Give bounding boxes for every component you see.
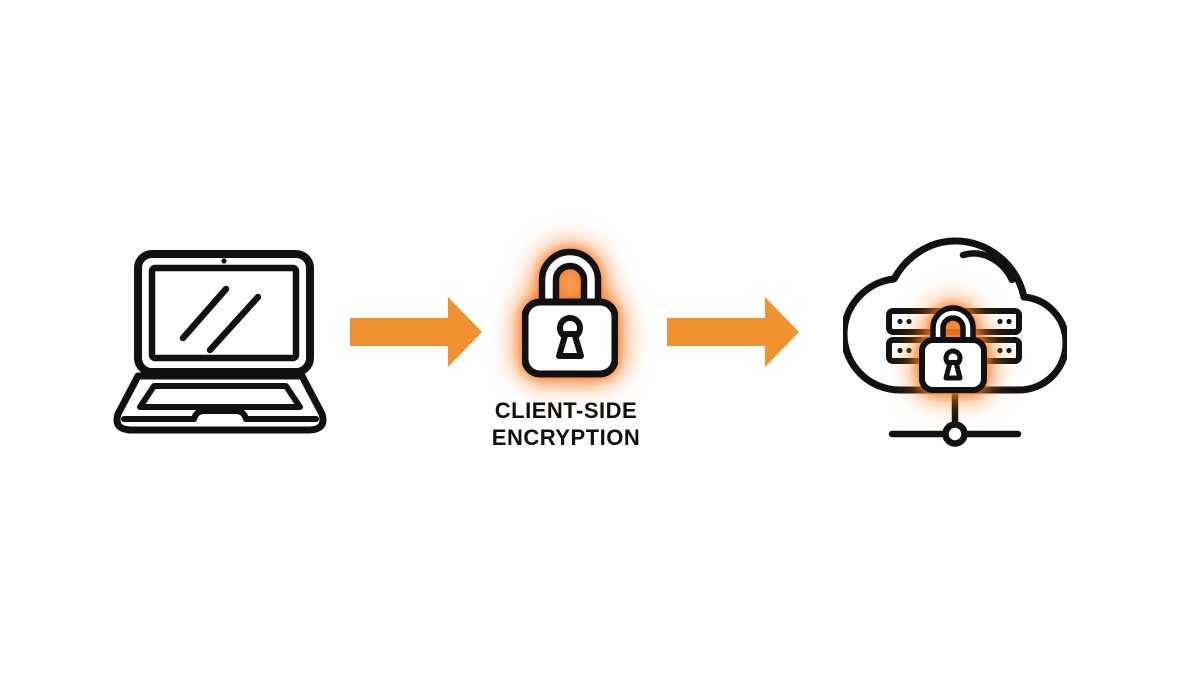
server-led-dot — [897, 318, 903, 325]
laptop-screen-inner — [148, 264, 300, 362]
server-led-dot — [1006, 318, 1012, 325]
padlock-shackle — [538, 248, 602, 312]
network-node-icon — [942, 421, 968, 447]
arrow-right-shape — [667, 297, 799, 367]
server-led-dot — [1006, 347, 1012, 354]
screen-reflection-line — [206, 293, 262, 354]
keyhole-stem — [556, 331, 584, 359]
server-led-dot — [906, 318, 912, 325]
screen-reflection-line — [179, 285, 230, 342]
arrow-right-shape — [350, 297, 482, 367]
server-led-dot — [906, 347, 912, 354]
laptop-camera-dot — [221, 258, 227, 264]
padlock-icon — [522, 248, 618, 378]
server-led-dot — [897, 347, 903, 354]
flow-arrow-1-icon — [350, 297, 482, 367]
encryption-label-line1: CLIENT-SIDE — [494, 398, 638, 423]
cloud-padlock-icon — [919, 305, 987, 393]
laptop-keyboard-deck — [137, 383, 303, 410]
laptop-screen — [134, 250, 314, 376]
cloud-inner-arc — [959, 250, 1016, 284]
laptop-icon — [113, 250, 327, 434]
server-led-dot — [997, 318, 1003, 325]
flow-arrow-2-icon — [667, 297, 799, 367]
keyhole-stem — [943, 360, 963, 381]
padlock-shackle — [930, 305, 976, 348]
encryption-label: CLIENT-SIDE ENCRYPTION — [456, 398, 676, 451]
laptop-front-notch — [121, 408, 319, 422]
server-led-dot — [997, 347, 1003, 354]
encryption-label-line2: ENCRYPTION — [491, 424, 641, 450]
